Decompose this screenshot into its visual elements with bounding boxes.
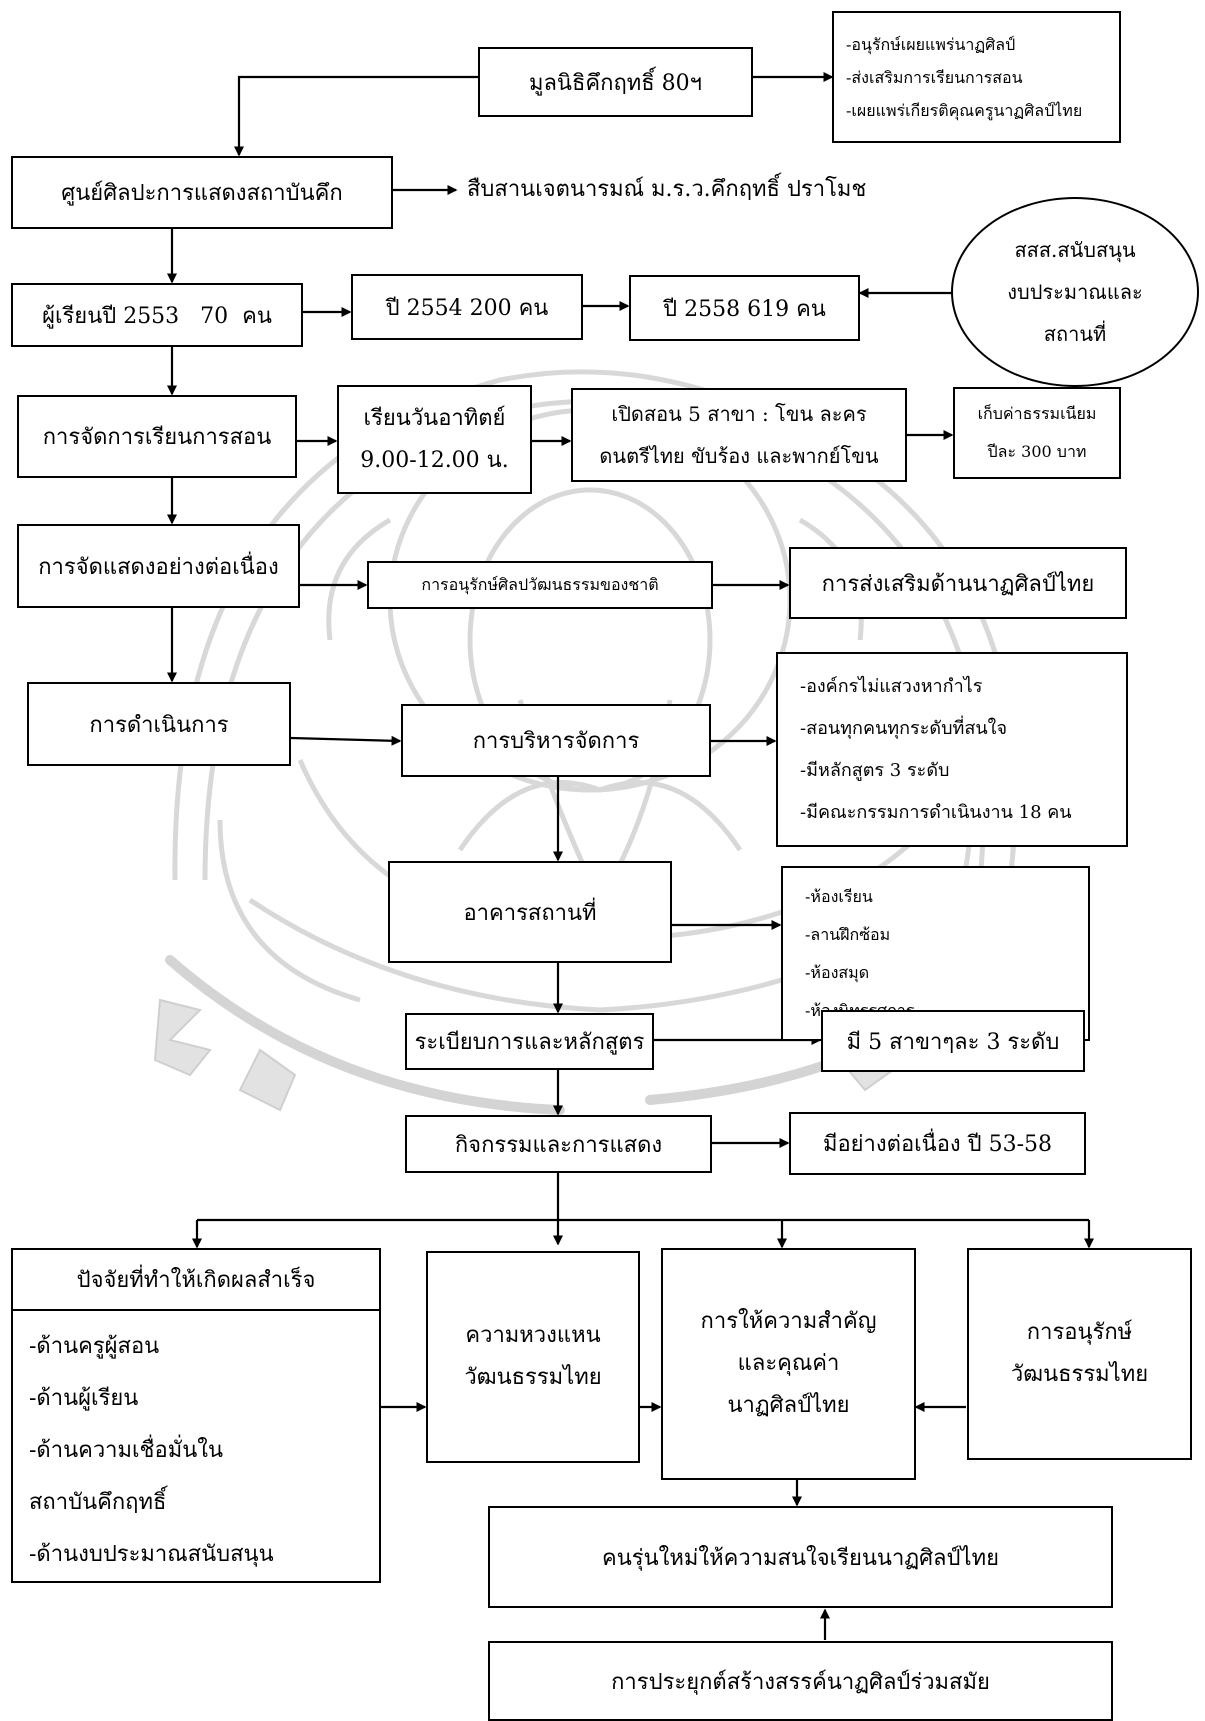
continuous-show-box: การจัดแสดงอย่างต่อเนื่อง: [17, 524, 300, 608]
curriculum-detail-box: มี 5 สาขาๆละ 3 ระดับ: [821, 1010, 1085, 1072]
administration-label: การบริหารจัดการ: [472, 729, 640, 754]
preserve-line: วัฒนธรรมไทย: [1010, 1362, 1149, 1387]
admin-point: -มีหลักสูตร 3 ระดับ: [800, 759, 950, 781]
curriculum-detail-label: มี 5 สาขาๆละ 3 ระดับ: [846, 1029, 1060, 1055]
operation-box: การดำเนินการ: [27, 682, 291, 766]
continuous-show-label: การจัดแสดงอย่างต่อเนื่อง: [38, 554, 279, 580]
goal-item: -อนุรักษ์เผยแพร่นาฏศิลป์: [846, 34, 1016, 54]
success-factors-box: ปัจจัยที่ทำให้เกิดผลสำเร็จ -ด้านครูผู้สอ…: [11, 1248, 381, 1583]
center-label: ศูนย์ศิลปะการแสดงสถาบันคึก: [61, 181, 343, 206]
conservation-culture-box: การอนุรักษ์ศิลปวัฒนธรรมของชาติ: [367, 561, 713, 609]
admin-point: -องค์กรไม่แสวงหากำไร: [800, 675, 983, 697]
administration-box: การบริหารจัดการ: [401, 704, 711, 777]
sponsor-line: สถานที่: [1043, 322, 1107, 346]
cherish-box: ความหวงแหน วัฒนธรรมไทย: [426, 1251, 640, 1463]
success-point: -ด้านผู้เรียน: [29, 1386, 139, 1411]
new-generation-label: คนรุ่นใหม่ให้ความสนใจเรียนนาฏศิลป์ไทย: [602, 1545, 999, 1571]
curriculum-label: ระเบียบการและหลักสูตร: [414, 1030, 645, 1055]
center-intent-text: สืบสานเจตนารมณ์ ม.ร.ว.คึกฤทธิ์ ปราโมช: [467, 177, 867, 202]
sponsor-ellipse: สสส.สนับสนุน งบประมาณและ สถานที่: [951, 197, 1199, 387]
contemporary-label: การประยุกต์สร้างสรรค์นาฏศิลป์ร่วมสมัย: [611, 1669, 990, 1695]
administration-points-box: -องค์กรไม่แสวงหากำไร -สอนทุกคนทุกระดับที…: [776, 652, 1128, 847]
fee-box: เก็บค่าธรรมเนียม ปีละ 300 บาท: [953, 387, 1121, 479]
curriculum-box: ระเบียบการและหลักสูตร: [405, 1013, 654, 1070]
students-2558-box: ปี 2558 619 คน: [629, 275, 860, 341]
preserve-box: การอนุรักษ์ วัฒนธรรมไทย: [967, 1248, 1192, 1460]
students-2553-label: ผู้เรียนปี 2553 70 คน: [42, 303, 272, 329]
building-point: -ห้องสมุด: [805, 962, 870, 982]
importance-box: การให้ความสำคัญ และคุณค่า นาฏศิลป์ไทย: [661, 1248, 916, 1480]
teaching-box: การจัดการเรียนการสอน: [17, 395, 297, 478]
students-2554-box: ปี 2554 200 คน: [351, 274, 583, 340]
teaching-label: การจัดการเรียนการสอน: [42, 425, 272, 450]
importance-line: การให้ความสำคัญ: [700, 1309, 877, 1334]
operation-label: การดำเนินการ: [89, 712, 229, 738]
fee-line: ปีละ 300 บาท: [987, 442, 1087, 461]
building-box: อาคารสถานที่: [388, 861, 672, 963]
activities-box: กิจกรรมและการแสดง: [405, 1115, 712, 1173]
branches-line: ดนตรีไทย ขับร้อง และพากย์โขน: [599, 444, 879, 468]
schedule-line: เรียนวันอาทิตย์: [363, 405, 506, 431]
contemporary-box: การประยุกต์สร้างสรรค์นาฏศิลป์ร่วมสมัย: [488, 1641, 1113, 1721]
goal-item: -เผยแพร่เกียรติคุณครูนาฏศิลป์ไทย: [846, 100, 1083, 120]
admin-point: -มีคณะกรรมการดำเนินงาน 18 คน: [800, 801, 1072, 823]
new-generation-box: คนรุ่นใหม่ให้ความสนใจเรียนนาฏศิลป์ไทย: [488, 1506, 1113, 1608]
activities-detail-box: มีอย่างต่อเนื่อง ปี 53-58: [789, 1112, 1086, 1175]
building-point: -ห้องเรียน: [805, 886, 873, 906]
goal-item: -ส่งเสริมการเรียนการสอน: [846, 67, 1023, 87]
success-point: สถาบันคึกฤทธิ์: [29, 1490, 167, 1515]
fee-line: เก็บค่าธรรมเนียม: [977, 404, 1097, 423]
students-2554-label: ปี 2554 200 คน: [385, 295, 549, 321]
branches-line: เปิดสอน 5 สาขา : โขน ละคร: [611, 402, 867, 426]
activities-label: กิจกรรมและการแสดง: [454, 1132, 663, 1158]
preserve-line: การอนุรักษ์: [1026, 1320, 1133, 1345]
students-2553-box: ผู้เรียนปี 2553 70 คน: [11, 283, 303, 347]
schedule-line: 9.00-12.00 น.: [360, 447, 509, 473]
importance-line: นาฏศิลป์ไทย: [727, 1393, 850, 1418]
sponsor-line: สสส.สนับสนุน: [1014, 238, 1136, 262]
foundation-label: มูลนิธิคึกฤทธิ์ 80ฯ: [528, 70, 703, 96]
cherish-line: ความหวงแหน: [465, 1323, 601, 1348]
success-factors-title: ปัจจัยที่ทำให้เกิดผลสำเร็จ: [13, 1250, 379, 1311]
promotion-label: การส่งเสริมด้านนาฏศิลป์ไทย: [821, 571, 1095, 597]
success-point: -ด้านงบประมาณสนับสนุน: [29, 1542, 274, 1567]
promotion-box: การส่งเสริมด้านนาฏศิลป์ไทย: [789, 547, 1127, 619]
success-point: -ด้านความเชื่อมั่นใน: [29, 1438, 224, 1463]
students-2558-label: ปี 2558 619 คน: [663, 296, 826, 322]
building-label: อาคารสถานที่: [463, 900, 597, 926]
center-box: ศูนย์ศิลปะการแสดงสถาบันคึก: [11, 156, 393, 229]
building-point: -ลานฝึกซ้อม: [805, 924, 891, 944]
activities-detail-label: มีอย่างต่อเนื่อง ปี 53-58: [822, 1132, 1053, 1157]
branches-box: เปิดสอน 5 สาขา : โขน ละคร ดนตรีไทย ขับร้…: [571, 388, 907, 482]
success-point: -ด้านครูผู้สอน: [29, 1334, 160, 1359]
success-factors-list: -ด้านครูผู้สอน -ด้านผู้เรียน -ด้านความเช…: [13, 1311, 379, 1581]
conservation-culture-label: การอนุรักษ์ศิลปวัฒนธรรมของชาติ: [421, 574, 659, 594]
schedule-box: เรียนวันอาทิตย์ 9.00-12.00 น.: [337, 385, 532, 494]
importance-line: และคุณค่า: [737, 1351, 840, 1376]
admin-point: -สอนทุกคนทุกระดับที่สนใจ: [800, 717, 1007, 739]
foundation-goals-box: -อนุรักษ์เผยแพร่นาฏศิลป์ -ส่งเสริมการเรี…: [832, 11, 1121, 143]
foundation-box: มูลนิธิคึกฤทธิ์ 80ฯ: [478, 47, 753, 117]
success-title-label: ปัจจัยที่ทำให้เกิดผลสำเร็จ: [76, 1268, 316, 1293]
cherish-line: วัฒนธรรมไทย: [464, 1365, 602, 1390]
sponsor-line: งบประมาณและ: [1007, 280, 1143, 304]
